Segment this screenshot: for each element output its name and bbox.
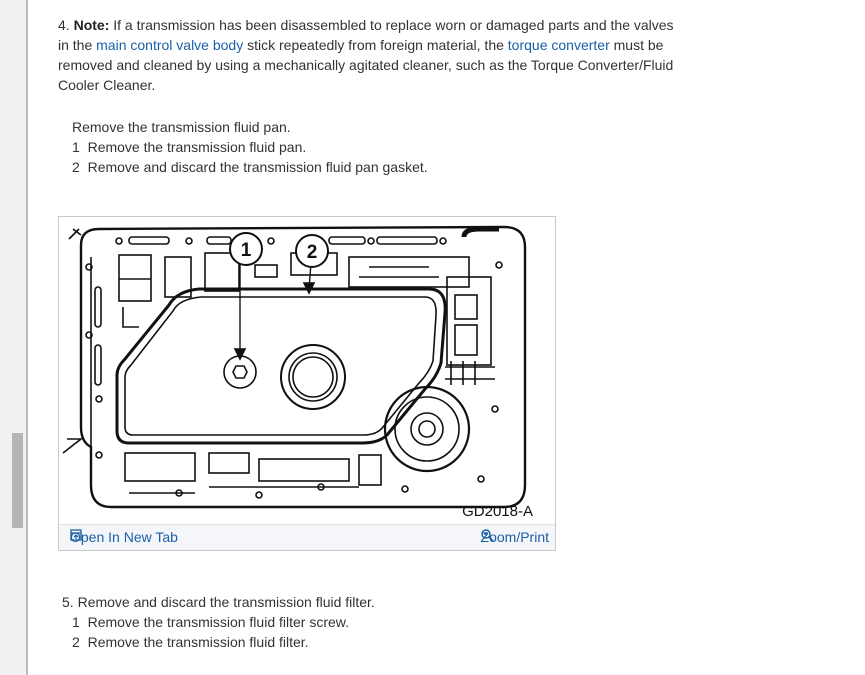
zoom-print-button[interactable]: Zoom/Print: [481, 529, 549, 545]
list-item: 2 Remove and discard the transmission fl…: [72, 159, 428, 175]
figure-toolbar: Open In New Tab Zoom/Print: [59, 524, 555, 550]
open-new-tab-icon: [70, 529, 82, 541]
open-in-new-tab-button[interactable]: Open In New Tab: [70, 529, 178, 545]
note-text: stick repeatedly from foreign material, …: [243, 37, 508, 53]
step-5: 5. Remove and discard the transmission f…: [62, 592, 375, 652]
transmission-diagram: 1 2: [62, 225, 527, 509]
zoom-print-label: Zoom/Print: [480, 529, 549, 545]
step-intro: Remove the transmission fluid pan.: [72, 119, 291, 135]
step-5-heading: 5. Remove and discard the transmission f…: [62, 594, 375, 610]
figure-caption: GD2018-A: [462, 503, 533, 520]
callout-1: 1: [241, 240, 252, 261]
main-control-valve-body-link[interactable]: main control valve body: [96, 37, 244, 53]
scrollbar-thumb[interactable]: [12, 433, 23, 528]
callout-2: 2: [307, 242, 318, 263]
torque-converter-link[interactable]: torque converter: [507, 37, 610, 53]
transmission-pan-figure: 1 2 GD2018-A Open In New Tab Zoom/Print: [58, 216, 556, 551]
step-4-note: 4. Note: If a transmission has been disa…: [58, 15, 678, 95]
open-in-new-tab-label: Open In New Tab: [70, 529, 178, 545]
magnifier-icon: [480, 529, 494, 542]
note-label: Note:: [73, 17, 110, 33]
list-item: 2 Remove the transmission fluid filter.: [72, 634, 309, 650]
note-text: must be removed and cleaned by using a m…: [58, 37, 674, 93]
note-paragraph: 4. Note: If a transmission has been disa…: [58, 15, 678, 95]
list-item: 1 Remove the transmission fluid filter s…: [72, 614, 350, 630]
note-text: If a transmission has been disassembled …: [58, 17, 674, 53]
step-number: 4.: [58, 17, 70, 33]
step-4-instructions: Remove the transmission fluid pan. 1 Rem…: [72, 117, 428, 177]
left-gutter: [0, 0, 28, 675]
list-item: 1 Remove the transmission fluid pan.: [72, 139, 307, 155]
